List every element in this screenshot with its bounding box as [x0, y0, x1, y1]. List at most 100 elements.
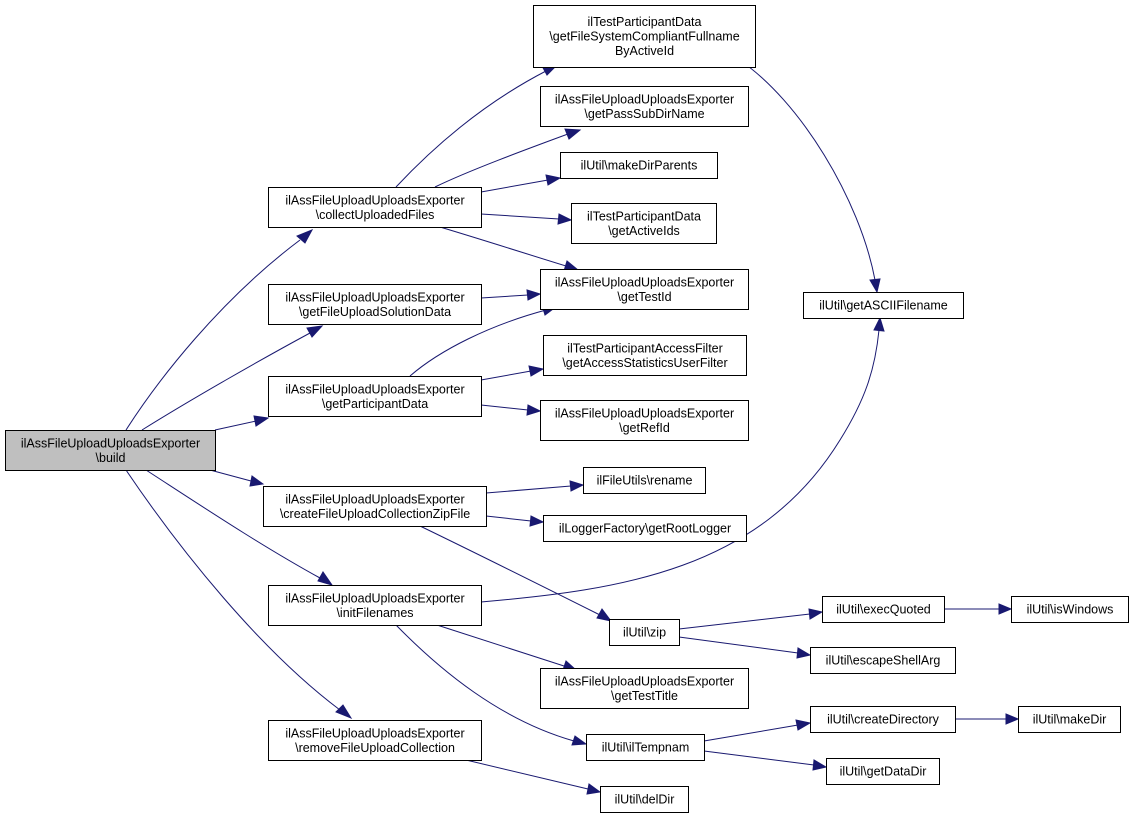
node-label-line: ilAssFileUploadUploadsExporter: [285, 591, 464, 605]
node-box: [540, 400, 749, 441]
edge-build-to-initFilenames: [145, 469, 334, 586]
edge-build-to-createFileUploadCollectionZipFile: [209, 469, 265, 487]
arrowhead-icon: [526, 404, 542, 416]
node-label-line: \getFileSystemCompliantFullname: [549, 30, 739, 44]
edge-getFileUploadSolutionData-to-getTestId: [480, 289, 542, 301]
node-box: [268, 376, 482, 417]
node-label-line: \getParticipantData: [322, 397, 428, 411]
node-getParticipantData[interactable]: ilAssFileUploadUploadsExporter\getPartic…: [268, 376, 482, 417]
node-getFileUploadSolutionData[interactable]: ilAssFileUploadUploadsExporter\getFileUp…: [268, 284, 482, 325]
node-rename[interactable]: ilFileUtils\rename: [583, 467, 706, 494]
arrowhead-icon: [526, 289, 542, 301]
edge-line: [465, 759, 589, 790]
arrowhead-icon: [586, 783, 602, 795]
node-label-line: ilUtil\makeDirParents: [581, 159, 698, 173]
arrowhead-icon: [1005, 713, 1020, 725]
edge-line: [485, 515, 532, 522]
node-getActiveIds[interactable]: ilTestParticipantData\getActiveIds: [571, 203, 717, 244]
arrowhead-icon: [249, 475, 265, 487]
node-getFileSystemCompliantFullnameByActiveId[interactable]: ilTestParticipantData\getFileSystemCompl…: [533, 5, 756, 68]
node-label-line: ilUtil\createDirectory: [827, 713, 940, 727]
edge-line: [480, 179, 549, 193]
node-box: [540, 269, 749, 310]
node-removeFileUploadCollection[interactable]: ilAssFileUploadUploadsExporter\removeFil…: [268, 720, 482, 761]
node-zip[interactable]: ilUtil\zip: [609, 619, 680, 646]
edge-line: [209, 469, 252, 482]
node-label-line: \getActiveIds: [608, 224, 680, 238]
node-makeDir[interactable]: ilUtil\makeDir: [1018, 706, 1121, 733]
edge-line: [125, 469, 341, 711]
node-box: [540, 668, 749, 709]
node-box: [1011, 596, 1129, 623]
edge-ilTempnam-to-createDirectory: [703, 719, 812, 742]
edge-getFileSystemCompliantFullnameByActiveId-to-getASCIIFilename: [737, 58, 881, 294]
node-box: [560, 152, 718, 179]
node-createDirectory[interactable]: ilUtil\createDirectory: [810, 706, 956, 733]
arrowhead-icon: [528, 365, 545, 377]
node-getPassSubDirName[interactable]: ilAssFileUploadUploadsExporter\getPassSu…: [540, 86, 749, 127]
node-makeDirParents[interactable]: ilUtil\makeDirParents: [560, 152, 718, 179]
node-label-line: ilAssFileUploadUploadsExporter: [285, 492, 464, 506]
node-getRootLogger[interactable]: ilLoggerFactory\getRootLogger: [543, 515, 747, 542]
node-label-line: ByActiveId: [615, 44, 674, 58]
arrowhead-icon: [557, 213, 573, 225]
node-label-line: ilAssFileUploadUploadsExporter: [285, 193, 464, 207]
node-label-line: \getPassSubDirName: [584, 107, 704, 121]
node-getDataDir[interactable]: ilUtil\getDataDir: [826, 758, 940, 785]
node-label-line: \getTestTitle: [611, 689, 678, 703]
node-label-line: \createFileUploadCollectionZipFile: [280, 507, 470, 521]
node-execQuoted[interactable]: ilUtil\execQuoted: [822, 596, 945, 623]
node-isWindows[interactable]: ilUtil\isWindows: [1011, 596, 1129, 623]
node-box: [268, 585, 482, 626]
edges-layer: [125, 58, 1020, 795]
node-box: [583, 467, 706, 494]
node-label-line: \removeFileUploadCollection: [295, 741, 455, 755]
edge-line: [480, 404, 529, 411]
node-box: [822, 596, 945, 623]
node-box: [263, 486, 487, 527]
node-initFilenames[interactable]: ilAssFileUploadUploadsExporter\initFilen…: [268, 585, 482, 626]
node-escapeShellArg[interactable]: ilUtil\escapeShellArg: [810, 647, 956, 674]
edge-line: [485, 485, 572, 494]
arrowhead-icon: [873, 316, 885, 332]
node-box: [540, 86, 749, 127]
node-label-line: ilUtil\escapeShellArg: [826, 654, 941, 668]
node-ilTempnam[interactable]: ilUtil\ilTempnam: [586, 734, 705, 761]
arrowhead-icon: [812, 759, 828, 771]
node-label-line: ilUtil\makeDir: [1033, 713, 1107, 727]
node-box: [1018, 706, 1121, 733]
node-label-line: ilFileUtils\rename: [597, 474, 693, 488]
node-label-line: ilAssFileUploadUploadsExporter: [555, 275, 734, 289]
node-getRefId[interactable]: ilAssFileUploadUploadsExporter\getRefId: [540, 400, 749, 441]
arrowhead-icon: [529, 515, 545, 527]
edge-collectUploadedFiles-to-getTestId: [439, 226, 580, 272]
edge-line: [145, 469, 321, 579]
edge-line: [436, 624, 565, 667]
node-box: [600, 786, 689, 813]
node-label-line: ilTestParticipantAccessFilter: [567, 341, 723, 355]
node-getAccessStatisticsUserFilter[interactable]: ilTestParticipantAccessFilter\getAccessS…: [543, 335, 747, 376]
edge-zip-to-escapeShellArg: [678, 636, 812, 659]
edge-line: [480, 213, 560, 220]
edge-getParticipantData-to-getAccessStatisticsUserFilter: [480, 365, 545, 381]
node-label-line: ilTestParticipantData: [587, 209, 701, 223]
arrowhead-icon: [306, 325, 324, 338]
edge-line: [703, 724, 799, 742]
node-createFileUploadCollectionZipFile[interactable]: ilAssFileUploadUploadsExporter\createFil…: [263, 486, 487, 527]
node-box: [810, 647, 956, 674]
edge-line: [419, 525, 601, 616]
node-getTestId[interactable]: ilAssFileUploadUploadsExporter\getTestId: [540, 269, 749, 310]
edge-build-to-removeFileUploadCollection: [125, 469, 353, 720]
edge-removeFileUploadCollection-to-delDir: [465, 759, 602, 795]
node-box: [571, 203, 717, 244]
node-getTestTitle[interactable]: ilAssFileUploadUploadsExporter\getTestTi…: [540, 668, 749, 709]
node-collectUploadedFiles[interactable]: ilAssFileUploadUploadsExporter\collectUp…: [268, 187, 482, 228]
node-delDir[interactable]: ilUtil\delDir: [600, 786, 689, 813]
node-box: [810, 706, 956, 733]
node-getASCIIFilename[interactable]: ilUtil\getASCIIFilename: [803, 292, 964, 319]
node-box: [5, 430, 216, 471]
node-box: [543, 335, 747, 376]
node-build[interactable]: ilAssFileUploadUploadsExporter\build: [5, 430, 216, 471]
edge-line: [678, 613, 811, 630]
